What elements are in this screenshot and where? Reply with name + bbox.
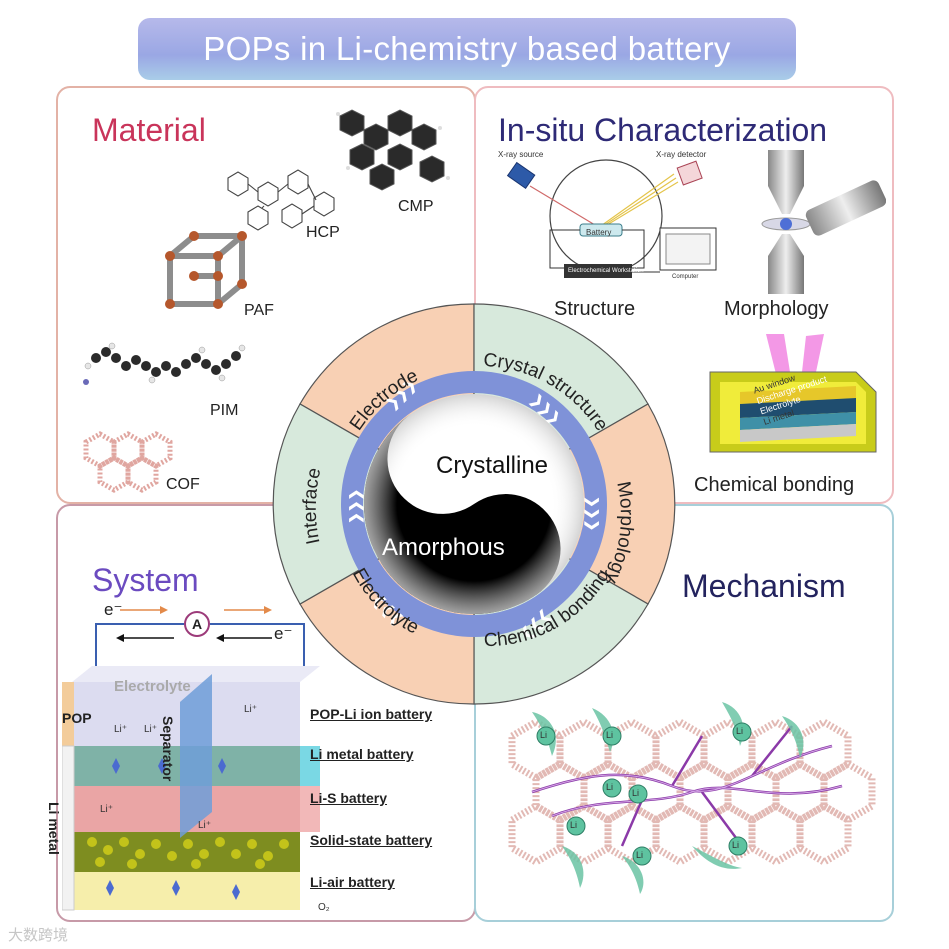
structure-label: Structure bbox=[554, 298, 636, 320]
mechanism-title: Mechanism bbox=[682, 568, 846, 604]
material-title: Material bbox=[92, 112, 206, 148]
center-wheel: ❯❯❯ ❯❯❯ ❯❯❯ ❯❯❯ ❯❯❯ ❯❯❯ Electrode Crysta… bbox=[272, 303, 676, 705]
li-ion-mech-5: Li bbox=[632, 788, 640, 798]
li-ion-mech-1: Li bbox=[540, 730, 548, 740]
svg-text:❯❯❯: ❯❯❯ bbox=[347, 489, 364, 524]
li-ion-label-3: Li⁺ bbox=[244, 704, 258, 715]
li-ion-label-2: Li⁺ bbox=[144, 724, 158, 735]
battery-stack-diagram bbox=[62, 666, 320, 911]
xray-source-label: X-ray source bbox=[498, 150, 544, 159]
li-ion-label-4: Li⁺ bbox=[100, 804, 114, 815]
crystalline-label: Crystalline bbox=[436, 452, 549, 479]
paf-label: PAF bbox=[244, 302, 274, 319]
workstation-label: Electrochemical Workstation bbox=[568, 268, 644, 274]
hcp-label: HCP bbox=[306, 224, 340, 241]
main-title: POPs in Li-chemistry based battery bbox=[203, 30, 731, 67]
electrolyte-layer-label: Electrolyte bbox=[114, 678, 191, 695]
svg-text:❯❯❯: ❯❯❯ bbox=[584, 496, 601, 531]
battery-type-li-air: Li-air battery bbox=[310, 874, 395, 890]
electron-right-label: e⁻ bbox=[274, 624, 293, 643]
hcp-molecule-icon bbox=[227, 169, 335, 231]
cof-label: COF bbox=[166, 476, 200, 493]
li-metal-layer-label: Li metal bbox=[46, 802, 62, 855]
xray-detector-label: X-ray detector bbox=[656, 150, 707, 159]
system-panel: System e⁻ e⁻ A bbox=[46, 504, 476, 922]
battery-type-pop-li-ion: POP-Li ion battery bbox=[310, 706, 433, 722]
separator-label: Separator bbox=[160, 716, 176, 782]
xrd-setup-diagram bbox=[506, 159, 717, 278]
microscope-icon bbox=[761, 150, 886, 294]
morphology-label: Morphology bbox=[724, 298, 829, 320]
cof-framework-icon bbox=[83, 431, 173, 493]
insitu-panel: In-situ Characterization X-ray source X-… bbox=[474, 86, 894, 504]
li-ion-mech-3: Li bbox=[736, 726, 744, 736]
li-ion-mech-8: Li bbox=[732, 840, 740, 850]
insitu-title: In-situ Characterization bbox=[498, 112, 828, 148]
circuit-diagram bbox=[95, 606, 305, 668]
title-banner: POPs in Li-chemistry based battery bbox=[138, 18, 796, 80]
li-ion-mech-6: Li bbox=[570, 820, 578, 830]
chemical-bonding-cell-icon bbox=[709, 334, 877, 453]
watermark-logo: 大数跨境 bbox=[8, 927, 69, 944]
li-ion-mech-4: Li bbox=[606, 782, 614, 792]
paf-cube-icon bbox=[165, 231, 247, 309]
li-ion-mech-2: Li bbox=[606, 730, 614, 740]
cmp-label: CMP bbox=[398, 198, 434, 215]
battery-label: Battery bbox=[586, 228, 612, 237]
battery-type-li-metal: Li metal battery bbox=[310, 746, 414, 762]
li-ion-label-1: Li⁺ bbox=[114, 724, 128, 735]
electron-left-label: e⁻ bbox=[104, 600, 123, 619]
pop-layer-label: POP bbox=[62, 710, 92, 726]
li-ion-label-5: Li⁺ bbox=[198, 820, 212, 831]
chemical-bonding-label: Chemical bonding bbox=[694, 474, 855, 496]
computer-label: Computer bbox=[672, 274, 699, 280]
ammeter-icon: A bbox=[192, 616, 203, 632]
pim-molecule-icon bbox=[83, 342, 246, 385]
material-panel: Material CMP HCP bbox=[56, 86, 476, 504]
mechanism-framework-diagram bbox=[508, 702, 876, 894]
battery-type-li-s: Li-S battery bbox=[310, 790, 388, 806]
pim-label: PIM bbox=[210, 402, 239, 419]
amorphous-label: Amorphous bbox=[382, 534, 505, 561]
li-ion-mech-7: Li bbox=[636, 850, 644, 860]
o2-label: O₂ bbox=[318, 902, 330, 913]
cmp-molecule-icon bbox=[336, 109, 450, 191]
system-title: System bbox=[92, 562, 199, 598]
battery-type-solid-state: Solid-state battery bbox=[310, 832, 433, 848]
